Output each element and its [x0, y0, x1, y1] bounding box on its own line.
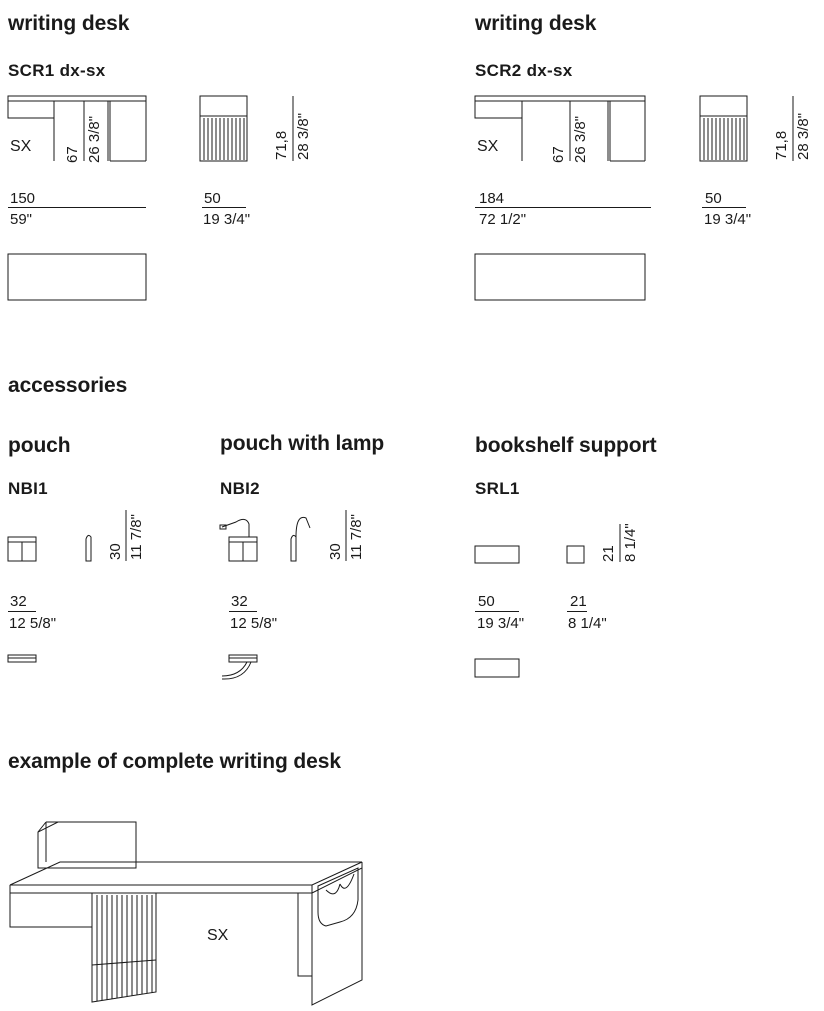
nbi2-width-line — [229, 611, 257, 612]
scr1-width-cm: 150 — [10, 190, 36, 207]
scr2-width-in: 72 1/2" — [479, 211, 527, 228]
scr1-depth-cm: 50 — [204, 190, 221, 207]
product-code-srl1: SRL1 — [475, 479, 520, 498]
section-title-pouch: pouch — [8, 434, 71, 457]
section-title-accessories: accessories — [8, 374, 128, 397]
srl1-depth-in: 8 1/4" — [568, 615, 607, 632]
scr2-width-line — [475, 207, 651, 208]
scr2-width-cm: 184 — [479, 190, 505, 207]
section-title-writing-desk-scr1: writing desk — [8, 12, 130, 35]
scr2-depth-cm: 50 — [705, 190, 722, 207]
nbi2-width-in: 12 5/8" — [230, 615, 278, 632]
srl1-width-cm: 50 — [478, 593, 495, 610]
section-title-pouch-with-lamp: pouch with lamp — [220, 432, 385, 455]
scr1-width-line — [8, 207, 146, 208]
product-code-nbi2: NBI2 — [220, 479, 260, 498]
srl1-width-in: 19 3/4" — [477, 615, 525, 632]
scr1-width-in: 59" — [10, 211, 33, 228]
srl1-width-line — [475, 611, 519, 612]
nbi2-width-cm: 32 — [231, 593, 248, 610]
product-code-nbi1: NBI1 — [8, 479, 48, 498]
nbi1-width-line — [8, 611, 36, 612]
section-title-example: example of complete writing desk — [8, 750, 341, 773]
srl1-depth-cm: 21 — [570, 593, 587, 610]
scr1-depth-line — [202, 207, 246, 208]
scr2-depth-line — [702, 207, 746, 208]
scr2-side-label: SX — [477, 138, 499, 155]
srl1-depth-line — [567, 611, 587, 612]
scr1-depth-in: 19 3/4" — [203, 211, 251, 228]
product-code-scr2: SCR2 dx-sx — [475, 61, 573, 80]
scr2-depth-in: 19 3/4" — [704, 211, 752, 228]
product-code-scr1: SCR1 dx-sx — [8, 61, 106, 80]
section-title-writing-desk-scr2: writing desk — [475, 12, 597, 35]
section-title-bookshelf-support: bookshelf support — [475, 434, 657, 457]
example-side-label: SX — [207, 927, 229, 944]
nbi1-width-in: 12 5/8" — [9, 615, 57, 632]
nbi1-width-cm: 32 — [10, 593, 27, 610]
scr1-side-label: SX — [10, 138, 32, 155]
